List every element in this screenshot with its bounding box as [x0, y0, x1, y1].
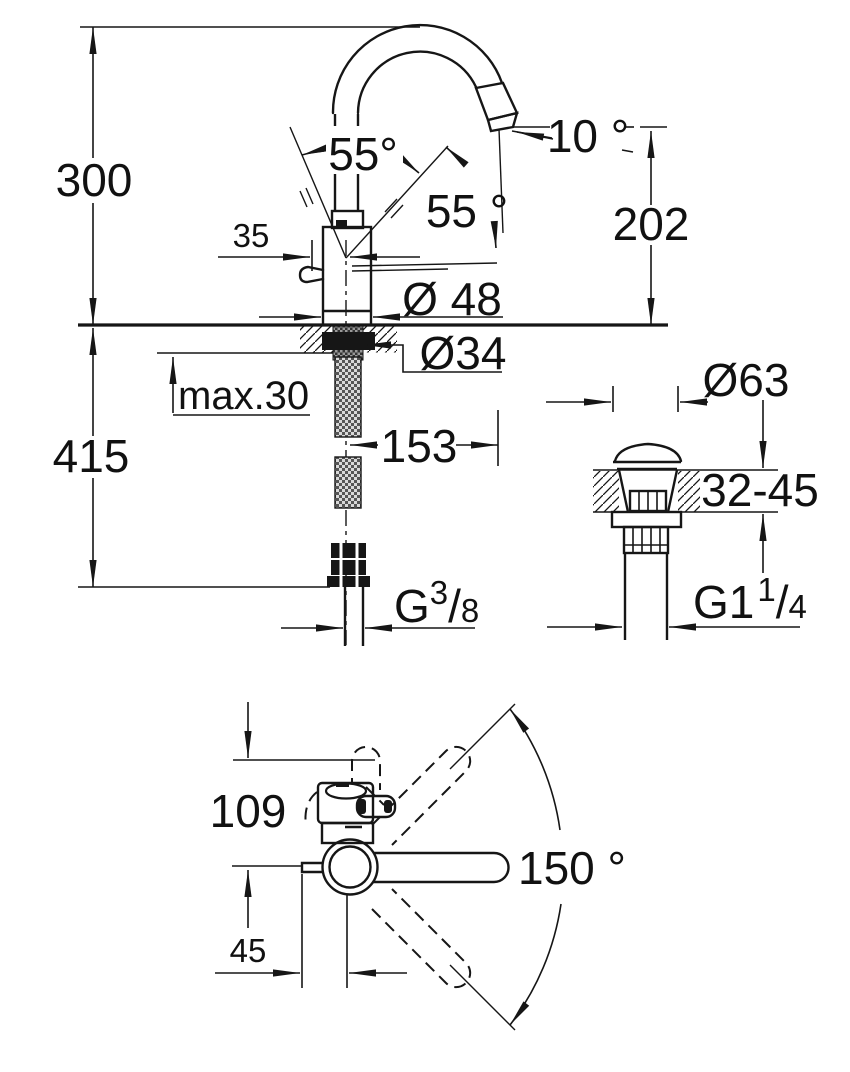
dim-below-deck-height-label: 415 [53, 430, 130, 482]
side-view [78, 23, 668, 646]
dim-body-diameter-label: Ø 48 [402, 273, 502, 325]
dim-drain-thread-label: G11/4 [693, 571, 807, 628]
dim-spout-angle-label: 10 ° [547, 110, 629, 162]
dim-swivel-range-label: 150 ° [518, 842, 626, 894]
dim-lever-swing-angle-label: 55° [328, 128, 398, 180]
dim-spout-reach-label: 153 [381, 420, 458, 472]
label-backdrop [326, 126, 403, 174]
dim-overall-height-label: 300 [56, 154, 133, 206]
drain-detail-view [593, 442, 778, 640]
dim-spout-projection-label: 109 [210, 785, 287, 837]
supply-hose [327, 356, 370, 646]
dim-counter-range-label: 32-45 [701, 464, 819, 516]
dim-shank-diameter-label: Ø34 [420, 327, 507, 379]
counter-section [78, 323, 668, 361]
dim-supply-thread-label: G3/8 [394, 574, 479, 632]
dimension-lines [78, 26, 800, 988]
dim-max-counter-label: max.30 [178, 374, 309, 418]
dim-flange-diameter-label: Ø63 [703, 354, 790, 406]
lever-position-lines [289, 126, 504, 272]
dimension-labels: 300 35 55° 55 ° 10 ° 202 Ø 48 Ø34 max.30… [53, 110, 819, 969]
dim-center-offset-label: 45 [230, 932, 267, 969]
top-view [300, 703, 562, 1031]
dim-projection-width-label: 35 [233, 217, 270, 254]
dim-outlet-height-label: 202 [613, 198, 690, 250]
dim-lever-open-angle-label: 55 ° [426, 185, 508, 237]
